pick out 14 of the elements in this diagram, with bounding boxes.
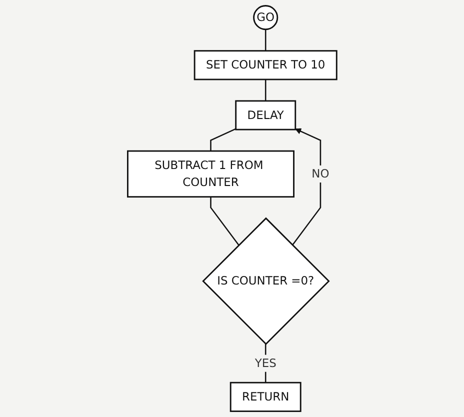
node-box: SUBTRACT 1 FROM COUNTER — [126, 150, 294, 198]
connector — [210, 128, 236, 152]
node-circle: GO — [252, 5, 278, 30]
connector — [264, 79, 266, 101]
connector — [264, 344, 266, 383]
node-box: DELAY — [234, 100, 296, 130]
node-box: SET COUNTER TO 10 — [194, 50, 338, 80]
edge-label: YES — [254, 356, 276, 370]
node-box: RETURN — [230, 382, 302, 412]
node-diamond: IS COUNTER =0? — [202, 217, 330, 345]
arrow — [292, 128, 321, 246]
edge-label: NO — [311, 166, 330, 180]
connector — [264, 29, 266, 51]
connector — [210, 196, 240, 246]
